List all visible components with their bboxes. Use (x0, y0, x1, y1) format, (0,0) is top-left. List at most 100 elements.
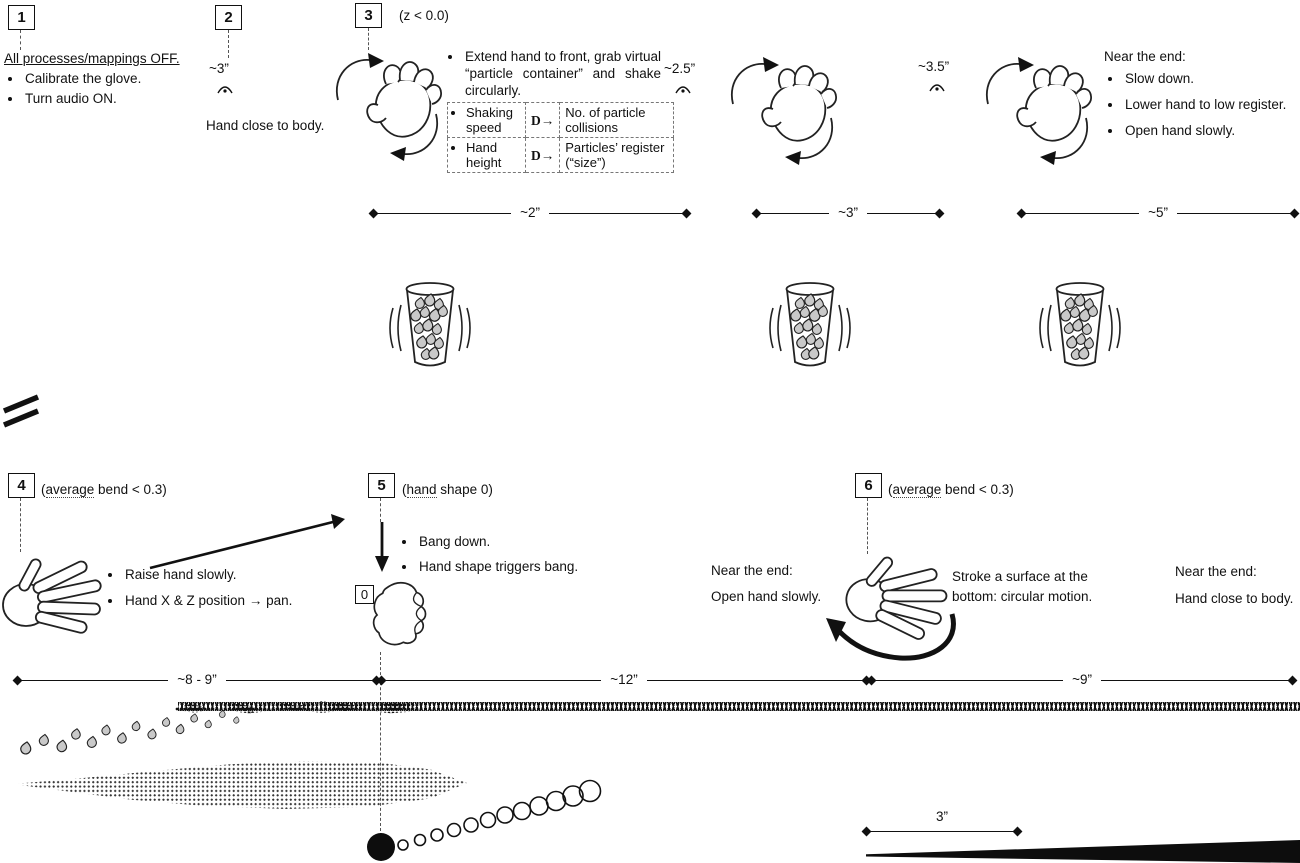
list-item: Raise hand slowly. (123, 562, 356, 588)
bang-dot-graphic (367, 833, 395, 861)
grab-shake-hand-icon (730, 57, 838, 165)
timeline-segment: ~2” (368, 204, 692, 220)
grab-shake-hand-icon (985, 57, 1093, 165)
mapping-symbol: D→ (531, 147, 555, 163)
stroke-measure: 3” (861, 809, 1023, 836)
timeline-duration: ~8 - 9” (177, 671, 217, 687)
timeline-duration: ~2” (520, 204, 540, 220)
timeline-duration: ~12” (610, 671, 638, 687)
dense-texture-band-graphic (178, 702, 1300, 711)
step-5-connector (380, 498, 381, 522)
step-3-connector (368, 28, 369, 50)
stroking-hand-icon (845, 556, 948, 640)
timeline-duration: ~5” (1148, 204, 1168, 220)
list-item: Lower hand to low register. (1123, 92, 1300, 118)
crescendo-wedge-graphic (866, 840, 1300, 863)
timeline-duration: ~9” (1072, 671, 1092, 687)
mapping-table: Shaking speed D→ No. of particle collisi… (447, 102, 675, 173)
grab-shake-hand-icon (335, 53, 443, 161)
step-4-connector (20, 498, 21, 552)
stroke-duration: 3” (935, 809, 948, 824)
mapping-param: Hand height (466, 140, 520, 170)
step-5-drop-connector (380, 652, 381, 836)
step-3-instruction-list: Extend hand to front, grab virtual “part… (446, 48, 661, 99)
step-1-title: All processes/mappings OFF. (4, 51, 180, 66)
diamond-endpoint-icon (1016, 208, 1027, 218)
step-4-box: 4 (8, 473, 35, 498)
timeline-segment: ~12” (376, 671, 872, 687)
step-3-instruction: Extend hand to front, grab virtual “part… (463, 48, 661, 99)
open-hand-icon (2, 558, 102, 634)
list-item: Calibrate the glove. (23, 69, 236, 89)
step-2-box: 2 (215, 5, 242, 30)
mapping-param: Shaking speed (466, 105, 520, 135)
diamond-endpoint-icon (376, 675, 387, 685)
diamond-endpoint-icon (681, 208, 692, 218)
timeline-segment: ~3” (751, 204, 945, 220)
step-2-number: 2 (224, 9, 233, 26)
transition-arrow-icon (149, 514, 345, 570)
hold-2-duration: ~2.5” (664, 61, 696, 76)
fermata-icon (675, 86, 691, 94)
step-2-duration: ~3” (209, 61, 229, 76)
near-end-note: Hand close to body. (1175, 591, 1294, 606)
step-5-condition: (hand shape 0) (402, 482, 493, 498)
list-item: Bang down. (417, 529, 650, 554)
timeline-segment: ~9” (866, 671, 1298, 687)
diamond-endpoint-icon (12, 675, 23, 685)
shaking-particle-cup-icon (769, 282, 851, 367)
list-item: Hand shape triggers bang. (417, 554, 650, 579)
step-1-bullets: Calibrate the glove. Turn audio ON. (6, 69, 236, 109)
table-row: Shaking speed D→ No. of particle collisi… (447, 102, 675, 138)
near-end-title: Near the end: (1175, 564, 1257, 579)
shaking-particle-cup-icon (389, 282, 471, 367)
step-4-number: 4 (17, 477, 26, 494)
fermata-icon (217, 86, 233, 94)
list-item: Turn audio ON. (23, 89, 236, 109)
step-6-box: 6 (855, 473, 882, 498)
fermata-icon (929, 84, 945, 92)
timeline-duration: ~3” (838, 204, 858, 220)
step-2-note: Hand close to body. (206, 118, 325, 133)
mapping-target: No. of particle collisions (559, 102, 675, 138)
step-3-number: 3 (364, 7, 373, 24)
step-1-number: 1 (17, 9, 26, 26)
step-6-condition: (average bend < 0.3) (888, 482, 1014, 498)
diamond-endpoint-icon (866, 675, 877, 685)
mapping-symbol: D→ (531, 112, 555, 128)
list-item: Hand X & Z position → pan. (123, 588, 356, 614)
timeline-segment: ~8 - 9” (12, 671, 382, 687)
step-6-number: 6 (864, 477, 873, 494)
near-end-title: Near the end: (711, 563, 793, 578)
step-3-condition: (z < 0.0) (399, 8, 449, 23)
hold-3-duration: ~3.5” (918, 59, 950, 74)
step-6-note-line1: Stroke a surface at the (952, 569, 1088, 584)
bang-down-arrow-icon (375, 522, 389, 572)
system-break-icon (2, 394, 40, 428)
step-4-condition: (average bend < 0.3) (41, 482, 167, 498)
near-end-note: Open hand slowly. (711, 589, 822, 604)
step-5-bullets: Bang down. Hand shape triggers bang. (400, 529, 650, 579)
step-1-box: 1 (8, 5, 35, 30)
fist-hand-icon (372, 581, 427, 646)
step-5-number: 5 (377, 477, 386, 494)
timeline-segment: ~5” (1016, 204, 1300, 220)
near-end-title: Near the end: (1104, 49, 1186, 64)
table-row: Hand height D→ Particles’ register (“siz… (447, 137, 675, 173)
list-item: Slow down. (1123, 66, 1300, 92)
step-1-connector (20, 30, 21, 50)
step-6-connector (867, 498, 868, 554)
mapping-target: Particles’ register (“size”) (559, 137, 675, 173)
diamond-endpoint-icon (751, 208, 762, 218)
diamond-endpoint-icon (1287, 675, 1298, 685)
hand-shape-0-label: 0 (355, 585, 374, 604)
circular-motion-arrow-icon (826, 613, 956, 661)
diamond-endpoint-icon (861, 826, 872, 836)
step-2-connector (228, 30, 229, 58)
diamond-endpoint-icon (1289, 208, 1300, 218)
step-5-box: 5 (368, 473, 395, 498)
step-6-note-line2: bottom: circular motion. (952, 589, 1093, 604)
diamond-endpoint-icon (934, 208, 945, 218)
coil-squiggle-graphic (397, 779, 602, 851)
step-4-bullets: Raise hand slowly. Hand X & Z position →… (106, 562, 356, 614)
